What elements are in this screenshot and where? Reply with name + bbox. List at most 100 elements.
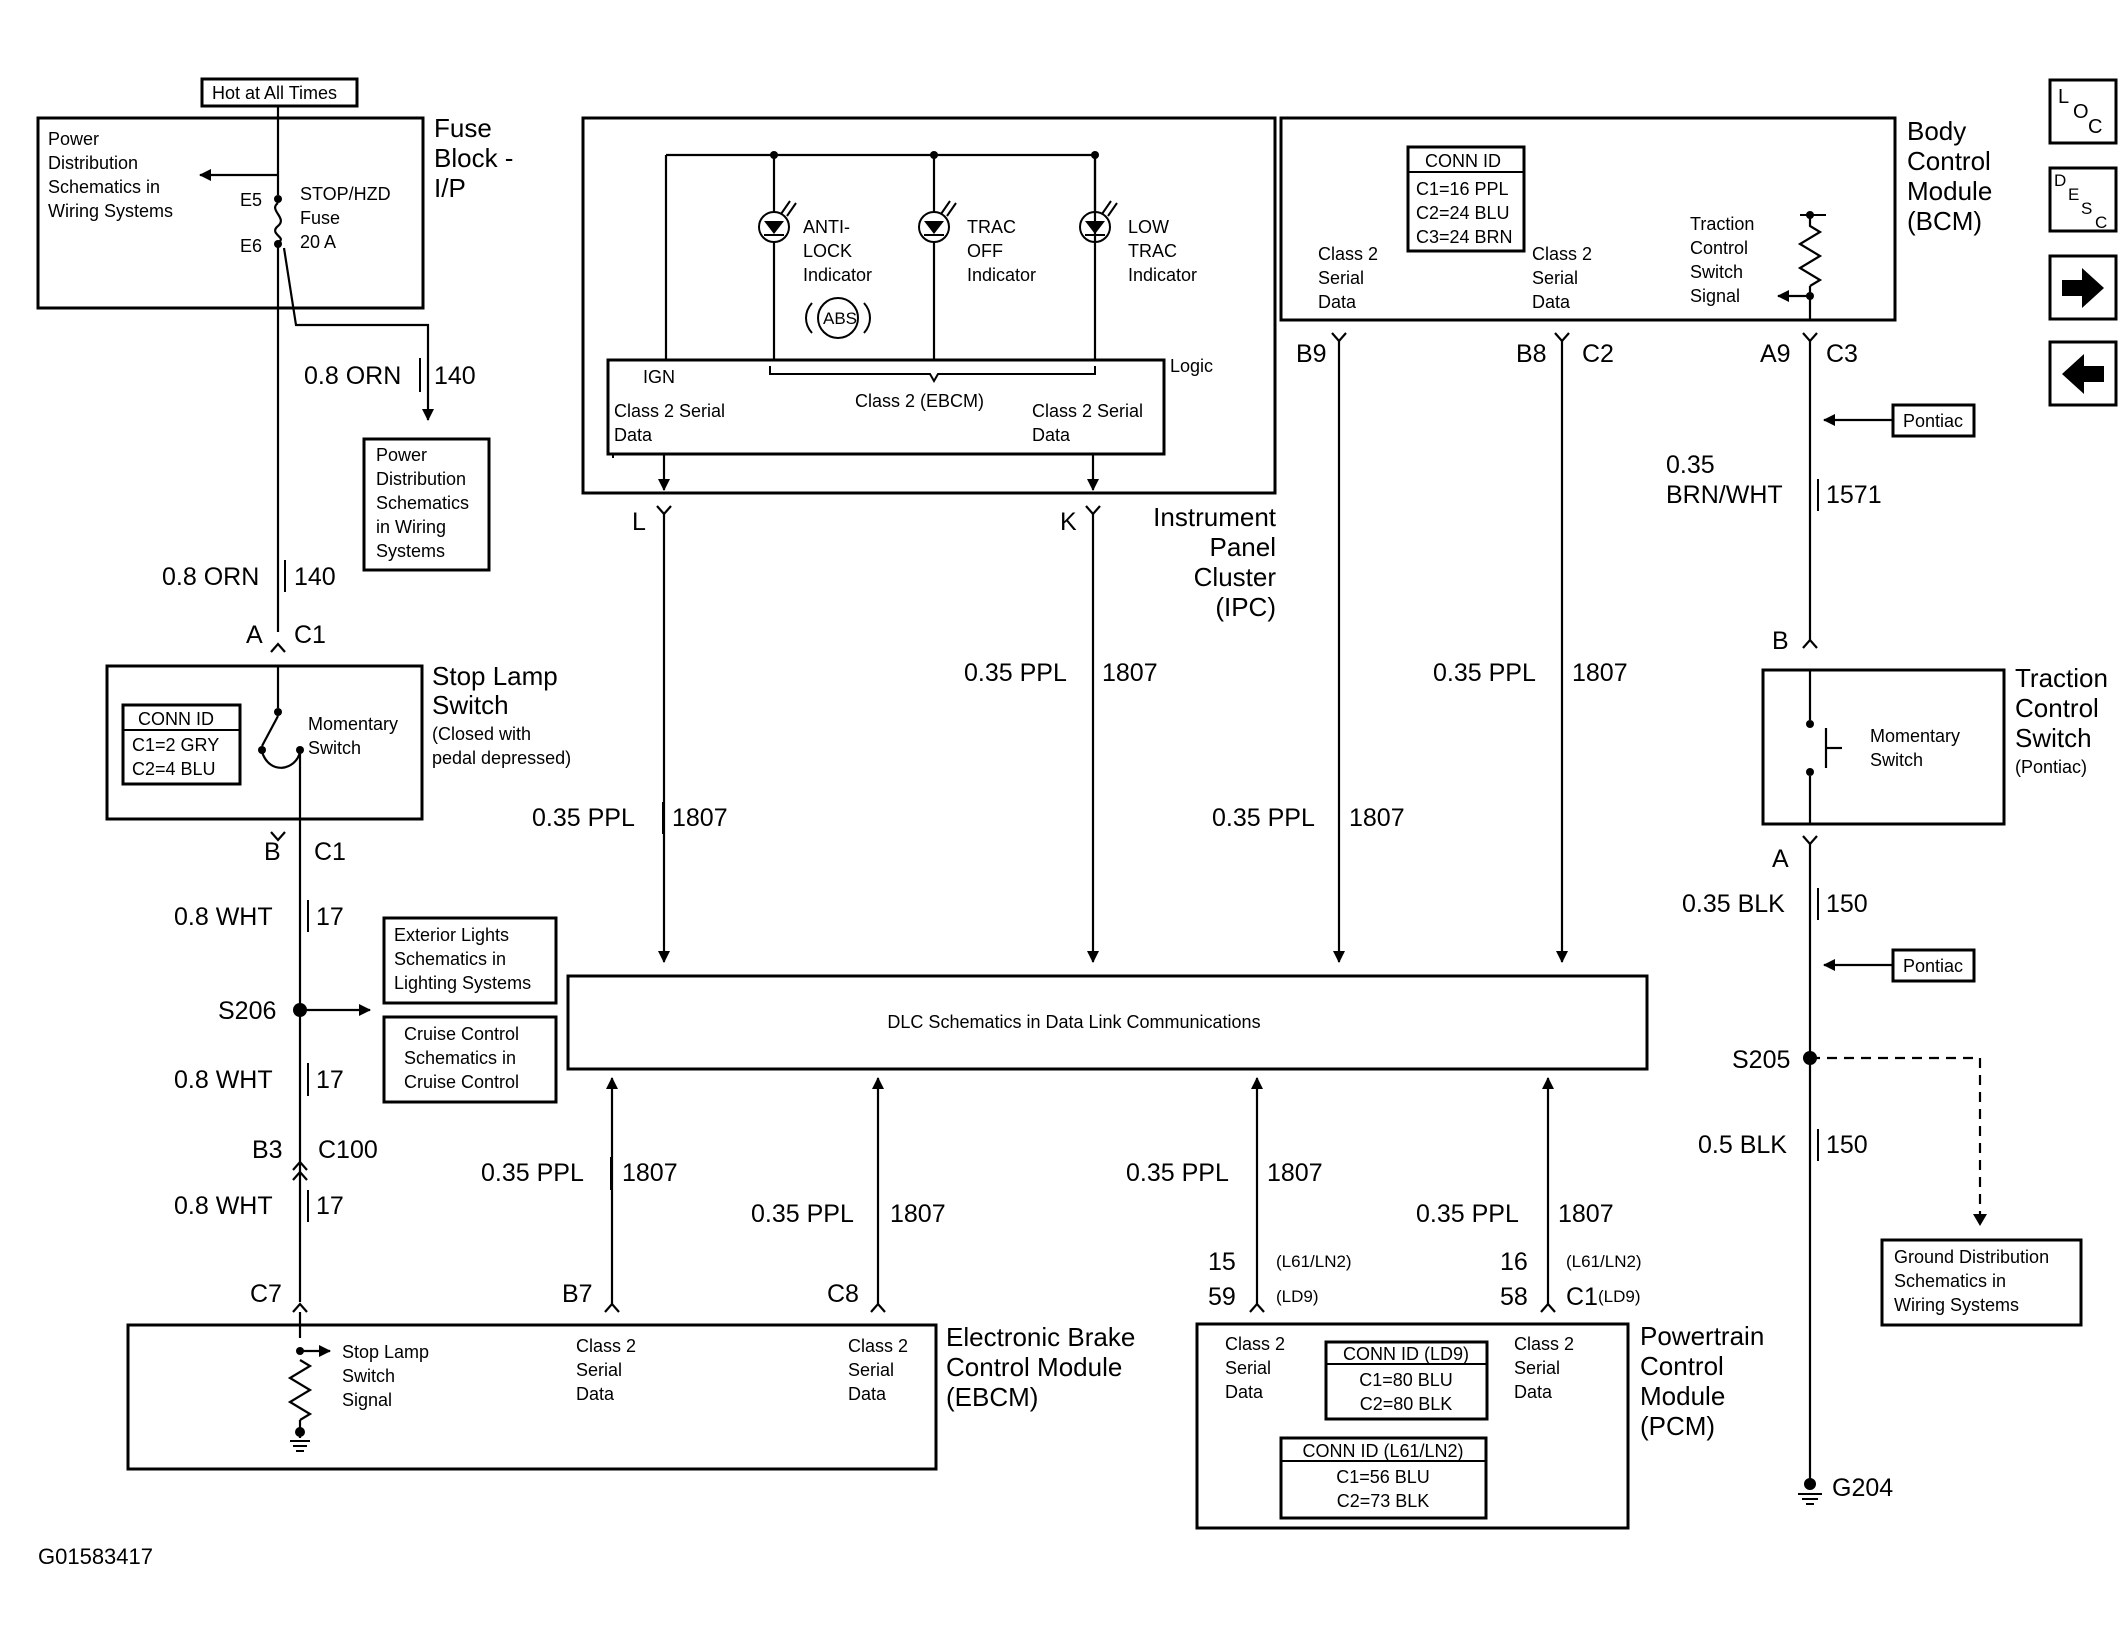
svg-text:Signal: Signal (1690, 286, 1740, 306)
svg-text:Cluster: Cluster (1194, 562, 1277, 592)
switch-contact-icon (261, 715, 279, 747)
svg-text:(IPC): (IPC) (1215, 592, 1276, 622)
svg-text:0.35 PPL: 0.35 PPL (532, 804, 635, 832)
svg-text:C2=80 BLK: C2=80 BLK (1360, 1394, 1453, 1414)
svg-text:B9: B9 (1296, 340, 1327, 368)
svg-text:Control Module: Control Module (946, 1352, 1122, 1382)
splice-s205: S205 (1732, 1046, 1987, 1226)
svg-text:1807: 1807 (890, 1200, 946, 1228)
svg-text:B3: B3 (252, 1136, 283, 1164)
splice-s206: S206 (218, 997, 371, 1025)
svg-text:(L61/LN2): (L61/LN2) (1276, 1252, 1352, 1271)
svg-text:B7: B7 (562, 1280, 593, 1308)
svg-text:150: 150 (1826, 890, 1868, 918)
svg-text:Switch: Switch (1690, 262, 1743, 282)
svg-text:(EBCM): (EBCM) (946, 1382, 1038, 1412)
wire-orn-upper-circuit: 140 (434, 362, 476, 390)
anti-lock-indicator-led: ANTI- LOCK Indicator ABS (758, 151, 872, 360)
svg-text:0.5 BLK: 0.5 BLK (1698, 1131, 1787, 1159)
svg-text:17: 17 (316, 1192, 344, 1220)
svg-text:1807: 1807 (622, 1159, 678, 1187)
svg-text:Cruise Control: Cruise Control (404, 1024, 519, 1044)
svg-text:L: L (632, 508, 646, 536)
svg-text:Class 2: Class 2 (848, 1336, 908, 1356)
svg-text:Block -: Block - (434, 143, 513, 173)
svg-text:1807: 1807 (1102, 659, 1158, 687)
svg-text:L: L (2058, 86, 2069, 108)
svg-text:(LD9): (LD9) (1276, 1287, 1319, 1306)
svg-text:Panel: Panel (1210, 532, 1277, 562)
wire-orn-upper-gauge: 0.8 ORN (304, 362, 401, 390)
svg-text:Data: Data (848, 1384, 887, 1404)
svg-text:Class 2: Class 2 (1532, 244, 1592, 264)
svg-text:B: B (264, 838, 281, 866)
svg-text:15: 15 (1208, 1248, 1236, 1276)
svg-text:O: O (2073, 101, 2089, 123)
svg-text:(BCM): (BCM) (1907, 206, 1982, 236)
svg-text:C2: C2 (1582, 340, 1614, 368)
stop-lamp-switch: Stop Lamp Switch (Closed with pedal depr… (105, 661, 571, 821)
svg-text:Control: Control (1640, 1351, 1724, 1381)
svg-text:Instrument: Instrument (1153, 502, 1277, 532)
svg-text:STOP/HZD: STOP/HZD (300, 184, 391, 204)
ebcm-module: Electronic Brake Control Module (EBCM) S… (126, 1312, 1135, 1471)
svg-text:0.35 PPL: 0.35 PPL (1433, 659, 1536, 687)
bcm-conn-id: CONN ID C1=16 PPL C2=24 BLU C3=24 BRN (1406, 145, 1526, 253)
svg-text:Switch: Switch (342, 1366, 395, 1386)
svg-text:Switch: Switch (2015, 723, 2092, 753)
svg-text:Powertrain: Powertrain (1640, 1321, 1764, 1351)
svg-text:G204: G204 (1832, 1474, 1893, 1502)
svg-text:0.8 WHT: 0.8 WHT (174, 1192, 273, 1220)
svg-text:E: E (2068, 185, 2079, 204)
fuse-icon (274, 202, 282, 244)
next-button[interactable] (2048, 254, 2118, 321)
svg-text:Module: Module (1907, 176, 1992, 206)
back-button[interactable] (2048, 340, 2118, 407)
svg-text:C: C (2088, 116, 2102, 138)
svg-text:Fuse: Fuse (300, 208, 340, 228)
svg-text:Stop Lamp: Stop Lamp (432, 661, 558, 691)
svg-text:Momentary: Momentary (308, 714, 398, 734)
svg-text:S205: S205 (1732, 1046, 1790, 1074)
svg-text:C1=2 GRY: C1=2 GRY (132, 735, 219, 755)
desc-button[interactable]: D E S C (2048, 166, 2118, 233)
svg-text:in Wiring: in Wiring (376, 517, 446, 537)
svg-text:Schematics: Schematics (376, 493, 469, 513)
svg-text:Systems: Systems (376, 541, 445, 561)
svg-text:Pontiac: Pontiac (1903, 956, 1963, 976)
svg-text:Data: Data (1318, 292, 1357, 312)
svg-text:20 A: 20 A (300, 232, 336, 252)
loc-button[interactable]: L O C (2048, 78, 2118, 145)
svg-text:1571: 1571 (1826, 481, 1882, 509)
svg-text:(Pontiac): (Pontiac) (2015, 757, 2087, 777)
svg-text:Data: Data (1514, 1382, 1553, 1402)
fuse-block-ip: Fuse Block - I/P Power Distribution Sche… (36, 106, 513, 310)
svg-text:Control: Control (1907, 146, 1991, 176)
arrow-left-icon (2062, 354, 2104, 394)
svg-text:C3: C3 (1826, 340, 1858, 368)
svg-text:(L61/LN2): (L61/LN2) (1566, 1252, 1642, 1271)
svg-text:TRAC: TRAC (967, 217, 1016, 237)
svg-text:Logic: Logic (1170, 356, 1213, 376)
pontiac-tag-upper: Pontiac (1823, 403, 1976, 438)
svg-text:Class 2: Class 2 (1514, 1334, 1574, 1354)
svg-text:Indicator: Indicator (1128, 265, 1197, 285)
svg-text:Serial: Serial (1318, 268, 1364, 288)
svg-text:Signal: Signal (342, 1390, 392, 1410)
pullup-resistor-icon (1797, 215, 1823, 287)
hot-at-all-times-label: Hot at All Times (200, 77, 359, 108)
svg-text:Schematics in: Schematics in (404, 1048, 516, 1068)
svg-text:0.35 PPL: 0.35 PPL (1126, 1159, 1229, 1187)
svg-text:pedal depressed): pedal depressed) (432, 748, 571, 768)
ground-icon (290, 1427, 310, 1452)
svg-text:DLC Schematics in Data Link Co: DLC Schematics in Data Link Communicatio… (887, 1012, 1260, 1032)
svg-text:BRN/WHT: BRN/WHT (1666, 481, 1783, 509)
ipc-logic-block: IGN Logic Class 2 (EBCM) Class 2 Serial … (606, 356, 1213, 458)
svg-text:Schematics in: Schematics in (394, 949, 506, 969)
svg-text:17: 17 (316, 1066, 344, 1094)
svg-text:Switch: Switch (432, 690, 509, 720)
svg-text:Power: Power (48, 129, 99, 149)
resistor-icon (287, 1359, 313, 1421)
